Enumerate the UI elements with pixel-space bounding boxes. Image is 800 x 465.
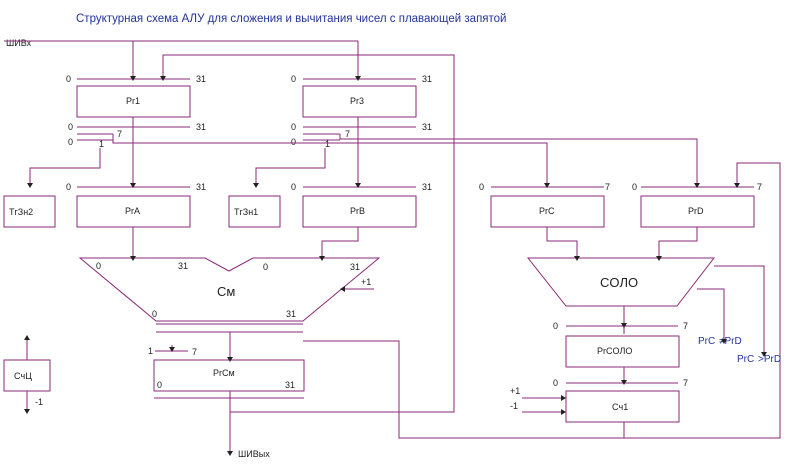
register-prb: 0 31 PrB	[291, 182, 432, 228]
prsolo-wires	[566, 306, 678, 334]
svg-text:+1: +1	[510, 386, 520, 396]
svg-text:7: 7	[683, 378, 688, 388]
svg-text:7: 7	[117, 129, 122, 139]
comparator-label: COЛO	[600, 275, 638, 290]
pr3-label: Pr3	[350, 96, 364, 106]
svg-text:31: 31	[422, 182, 432, 192]
pr1-label: Pr1	[126, 96, 140, 106]
svg-text:0: 0	[291, 122, 296, 132]
svg-text:-1: -1	[510, 401, 518, 411]
svg-text:TгЗн1: TгЗн1	[234, 207, 258, 217]
register-prd: 0 7 PrD	[632, 182, 762, 228]
svg-text:31: 31	[196, 122, 206, 132]
svg-text:7: 7	[192, 347, 197, 357]
trigger-tg2: TгЗн2	[3, 195, 56, 228]
svg-text:1: 1	[99, 139, 104, 149]
svg-text:0: 0	[66, 74, 71, 84]
arrowheads	[24, 76, 767, 456]
svg-text:0: 0	[152, 309, 157, 319]
pra-label: PrA	[125, 206, 140, 216]
bus-in-label: ШИВх	[6, 38, 32, 48]
prsolo-label: PrCOЛO	[597, 346, 632, 356]
svg-text:0: 0	[66, 182, 71, 192]
svg-text:31: 31	[196, 74, 206, 84]
output-ne-left: PrC	[698, 336, 715, 347]
sch1-label: Cч1	[612, 402, 628, 412]
output-ne-right: ≠PrD	[719, 336, 742, 347]
svg-text:0: 0	[479, 182, 484, 192]
svg-text:0: 0	[291, 137, 296, 147]
adder-label: Cм	[217, 284, 235, 299]
register-prsolo: 0 7 PrCOЛO	[553, 321, 688, 382]
svg-text:0: 0	[157, 380, 162, 390]
svg-text:CчЦ: CчЦ	[14, 371, 32, 381]
adder-cm: 0 31 0 31 Cм 0 31 +1	[78, 257, 381, 322]
svg-text:0: 0	[263, 262, 268, 272]
mantissa-wires	[29, 117, 698, 183]
svg-text:31: 31	[422, 74, 432, 84]
svg-text:7: 7	[683, 321, 688, 331]
bus-out-label: ШИВых	[238, 449, 270, 459]
prb-label: PrB	[350, 206, 365, 216]
svg-text:-1: -1	[35, 397, 43, 407]
svg-text:0: 0	[68, 122, 73, 132]
register-pra: 0 31 PrA	[66, 182, 206, 228]
svg-text:0: 0	[96, 261, 101, 271]
prd-label: PrD	[688, 206, 704, 216]
svg-text:1: 1	[148, 346, 153, 356]
svg-text:TгЗн2: TгЗн2	[9, 207, 33, 217]
trigger-tg1: TгЗн1	[228, 195, 281, 228]
svg-text:31: 31	[196, 182, 206, 192]
bus-in-wires	[4, 40, 455, 413]
prc-label: PrC	[539, 206, 555, 216]
svg-text:31: 31	[178, 261, 188, 271]
svg-text:1: 1	[325, 139, 330, 149]
svg-text:31: 31	[422, 122, 432, 132]
svg-text:0: 0	[553, 378, 558, 388]
register-prc: 0 7 PrC	[479, 182, 610, 228]
svg-text:0: 0	[632, 182, 637, 192]
counter-sch1: 0 7 Cч1 +1 -1	[510, 378, 688, 438]
svg-text:31: 31	[286, 309, 296, 319]
svg-text:7: 7	[757, 182, 762, 192]
comparator-solo: COЛO	[526, 257, 765, 352]
svg-text:0: 0	[291, 182, 296, 192]
svg-text:7: 7	[345, 129, 350, 139]
register-pr1: 0 31 Pr1 0 31 7 0 1	[66, 74, 206, 149]
svg-text:31: 31	[285, 380, 295, 390]
register-prsm: 1 7 PrCм 0 31	[148, 345, 305, 399]
adder-input-wires	[132, 227, 359, 256]
register-pr3: 0 31 Pr3 0 31 7 0 1	[291, 74, 432, 149]
svg-text:7: 7	[605, 182, 610, 192]
svg-text:0: 0	[291, 74, 296, 84]
counter-sch: CчЦ -1	[3, 336, 51, 413]
svg-text:0: 0	[553, 321, 558, 331]
prsm-label: PrCм	[213, 368, 235, 378]
comparator-input-wires	[546, 227, 698, 256]
output-gt-right: >PrD	[758, 354, 781, 365]
diagram-title: Структурная схема АЛУ для сложения и выч…	[76, 13, 506, 25]
svg-text:+1: +1	[361, 277, 371, 287]
output-gt-left: PrC	[737, 354, 754, 365]
svg-text:0: 0	[68, 137, 73, 147]
svg-text:31: 31	[350, 262, 360, 272]
adder-output-wires	[156, 162, 781, 439]
